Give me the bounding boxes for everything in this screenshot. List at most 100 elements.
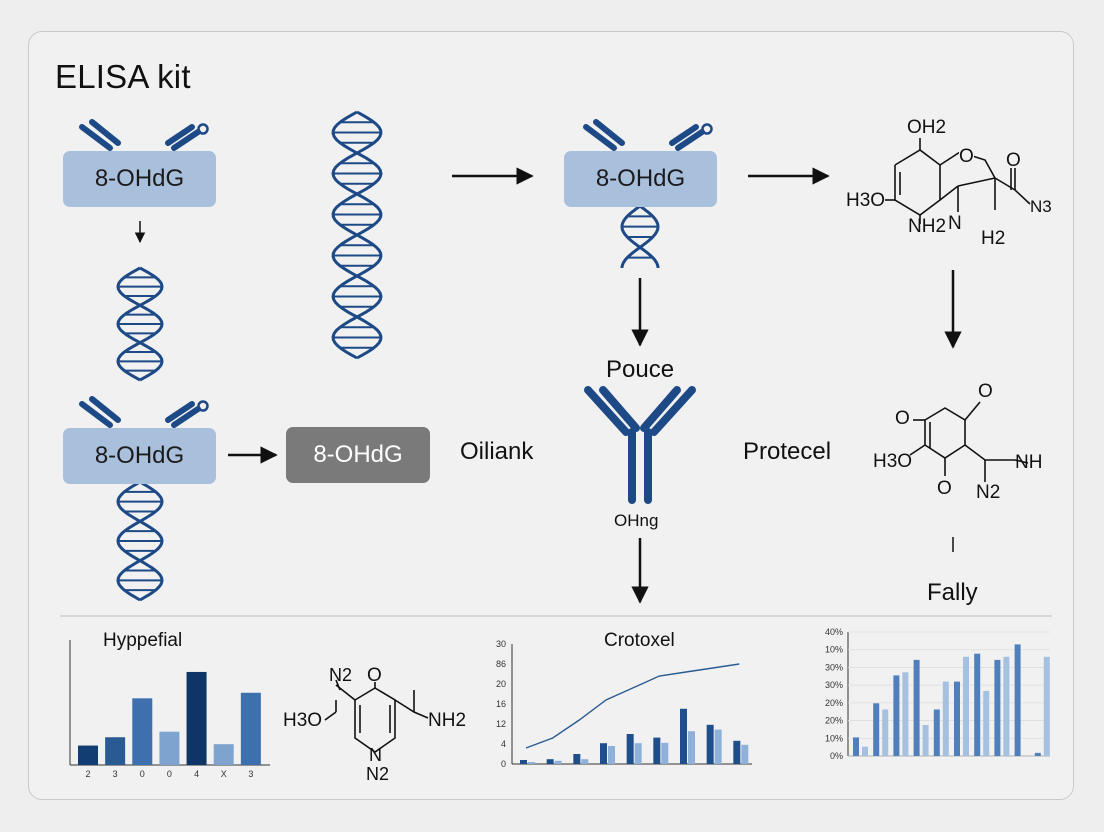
antibody-large (584, 386, 696, 504)
dna-helix-4 (620, 204, 660, 268)
chart2-bar (714, 729, 722, 764)
chart2-bar (608, 746, 615, 764)
chart2-y-tick: 20 (496, 679, 506, 689)
chart3-bar (922, 725, 929, 756)
chart2-bar (661, 742, 669, 764)
label-ohng: OHng (614, 511, 659, 530)
mol2-nh: NH (1015, 452, 1043, 473)
chart2-y-tick: 16 (496, 699, 506, 709)
chart3-bar (873, 703, 880, 756)
chart3-bar (942, 681, 949, 756)
chart3-bar (963, 656, 969, 756)
chart3-y-tick: 30% (825, 680, 843, 690)
chart-hyppefial: 2 3 0 0 4 X 3 (69, 640, 270, 779)
chart3-bar (902, 672, 909, 756)
chart1-bar (78, 745, 98, 765)
chart2-y-tick: 12 (496, 719, 506, 729)
8-ohdg-box-3: 8-OHdG (564, 151, 717, 207)
chart3-bar (974, 653, 981, 756)
antibody-arms-1 (79, 119, 209, 151)
chart2-bar (546, 759, 554, 764)
mol1-h2: H2 (981, 228, 1006, 249)
8-ohdg-box-1: 8-OHdG (63, 151, 216, 207)
chart3-bar (933, 709, 940, 756)
mol3-n2-top: N2 (329, 665, 353, 685)
chart3-y-tick: 40% (825, 627, 843, 637)
mol2-o-left: O (895, 408, 910, 429)
chart2-bar (706, 724, 714, 764)
mol1-o-ring: O (959, 146, 974, 168)
molecule-3-skeleton (324, 679, 429, 753)
label-oiliank: Oiliank (460, 438, 534, 465)
chart1-tick-label: 0 (167, 769, 172, 779)
chart-percent: 40% 10% 30% 30% 20% 20% 10% 0% (825, 627, 1050, 761)
chart3-bar (913, 659, 920, 756)
chart3-bar (893, 675, 900, 756)
mol2-o-bottom: O (937, 478, 952, 499)
chart3-bar (862, 746, 868, 756)
chart3-bar (994, 659, 1001, 756)
chart2-bar (653, 737, 661, 764)
chart2-bar (741, 744, 749, 764)
chart2-bar (733, 740, 741, 764)
mol1-o-carbonyl: O (1006, 150, 1021, 171)
chart1-bar (186, 671, 207, 765)
chart2-y-tick: 4 (501, 739, 506, 749)
chart1-tick-label: X (221, 769, 227, 779)
chart3-bar (1014, 644, 1021, 756)
chart3-y-tick: 10% (825, 733, 843, 743)
mol2-h3o: H3O (873, 451, 913, 472)
dna-helix-1 (116, 266, 164, 382)
mol3-o: O (367, 665, 382, 686)
chart3-bar (1003, 656, 1010, 756)
chart3-bar (954, 681, 960, 756)
dna-helices (116, 110, 660, 602)
chart2-bar (680, 708, 687, 764)
antibody-arms-3 (583, 119, 713, 151)
mol1-n3: N3 (1030, 197, 1052, 216)
mol3-h3o: H3O (283, 710, 323, 731)
mol3-n: N (369, 745, 382, 765)
mol1-nh2: NH2 (908, 216, 947, 237)
chart1-tick-label: 0 (140, 769, 145, 779)
mol1-n: N (948, 213, 962, 234)
chart1-bar (213, 744, 234, 765)
chart2-bar (626, 734, 634, 764)
chart2-bar (573, 754, 581, 764)
chart2-line (525, 663, 740, 749)
chart2-y-tick: 0 (501, 759, 506, 769)
chart1-tick-label: 3 (248, 769, 253, 779)
mol2-o-top: O (978, 381, 993, 402)
8-ohdg-box-gray: 8-OHdG (286, 427, 430, 483)
chart1-tick-label: 4 (194, 769, 199, 779)
chart3-y-tick: 10% (825, 645, 843, 655)
chart3-bar (983, 690, 990, 756)
chart1-tick-label: 3 (113, 769, 118, 779)
8-ohdg-box-2: 8-OHdG (63, 428, 216, 484)
chart3-bar (882, 709, 889, 756)
chart3-y-tick: 0% (830, 751, 843, 761)
chart2-bar (528, 762, 535, 764)
chart3-y-tick: 20% (825, 716, 843, 726)
chart2-bar (520, 760, 527, 764)
label-protecel: Protecel (743, 438, 832, 465)
mol1-h3o: H3O (846, 190, 886, 211)
chart3-y-tick: 20% (825, 698, 843, 708)
chart3-bar (853, 737, 859, 756)
label-fally: Fally (927, 579, 978, 606)
mol1-oh2: OH2 (907, 117, 947, 138)
chart2-bar (600, 743, 607, 764)
chart1-tick-label: 2 (85, 769, 90, 779)
chart2-bar (634, 743, 642, 764)
dna-helix-3 (116, 480, 164, 602)
mol3-n2: N2 (366, 764, 390, 784)
chart3-bar (1043, 656, 1050, 756)
chart1-bar (159, 731, 180, 765)
chart2-bar (688, 731, 695, 764)
mol3-nh2: NH2 (428, 710, 467, 731)
chart2-bar (554, 760, 562, 764)
chart3-bar (1034, 752, 1041, 756)
chart3-y-tick: 30% (825, 662, 843, 672)
